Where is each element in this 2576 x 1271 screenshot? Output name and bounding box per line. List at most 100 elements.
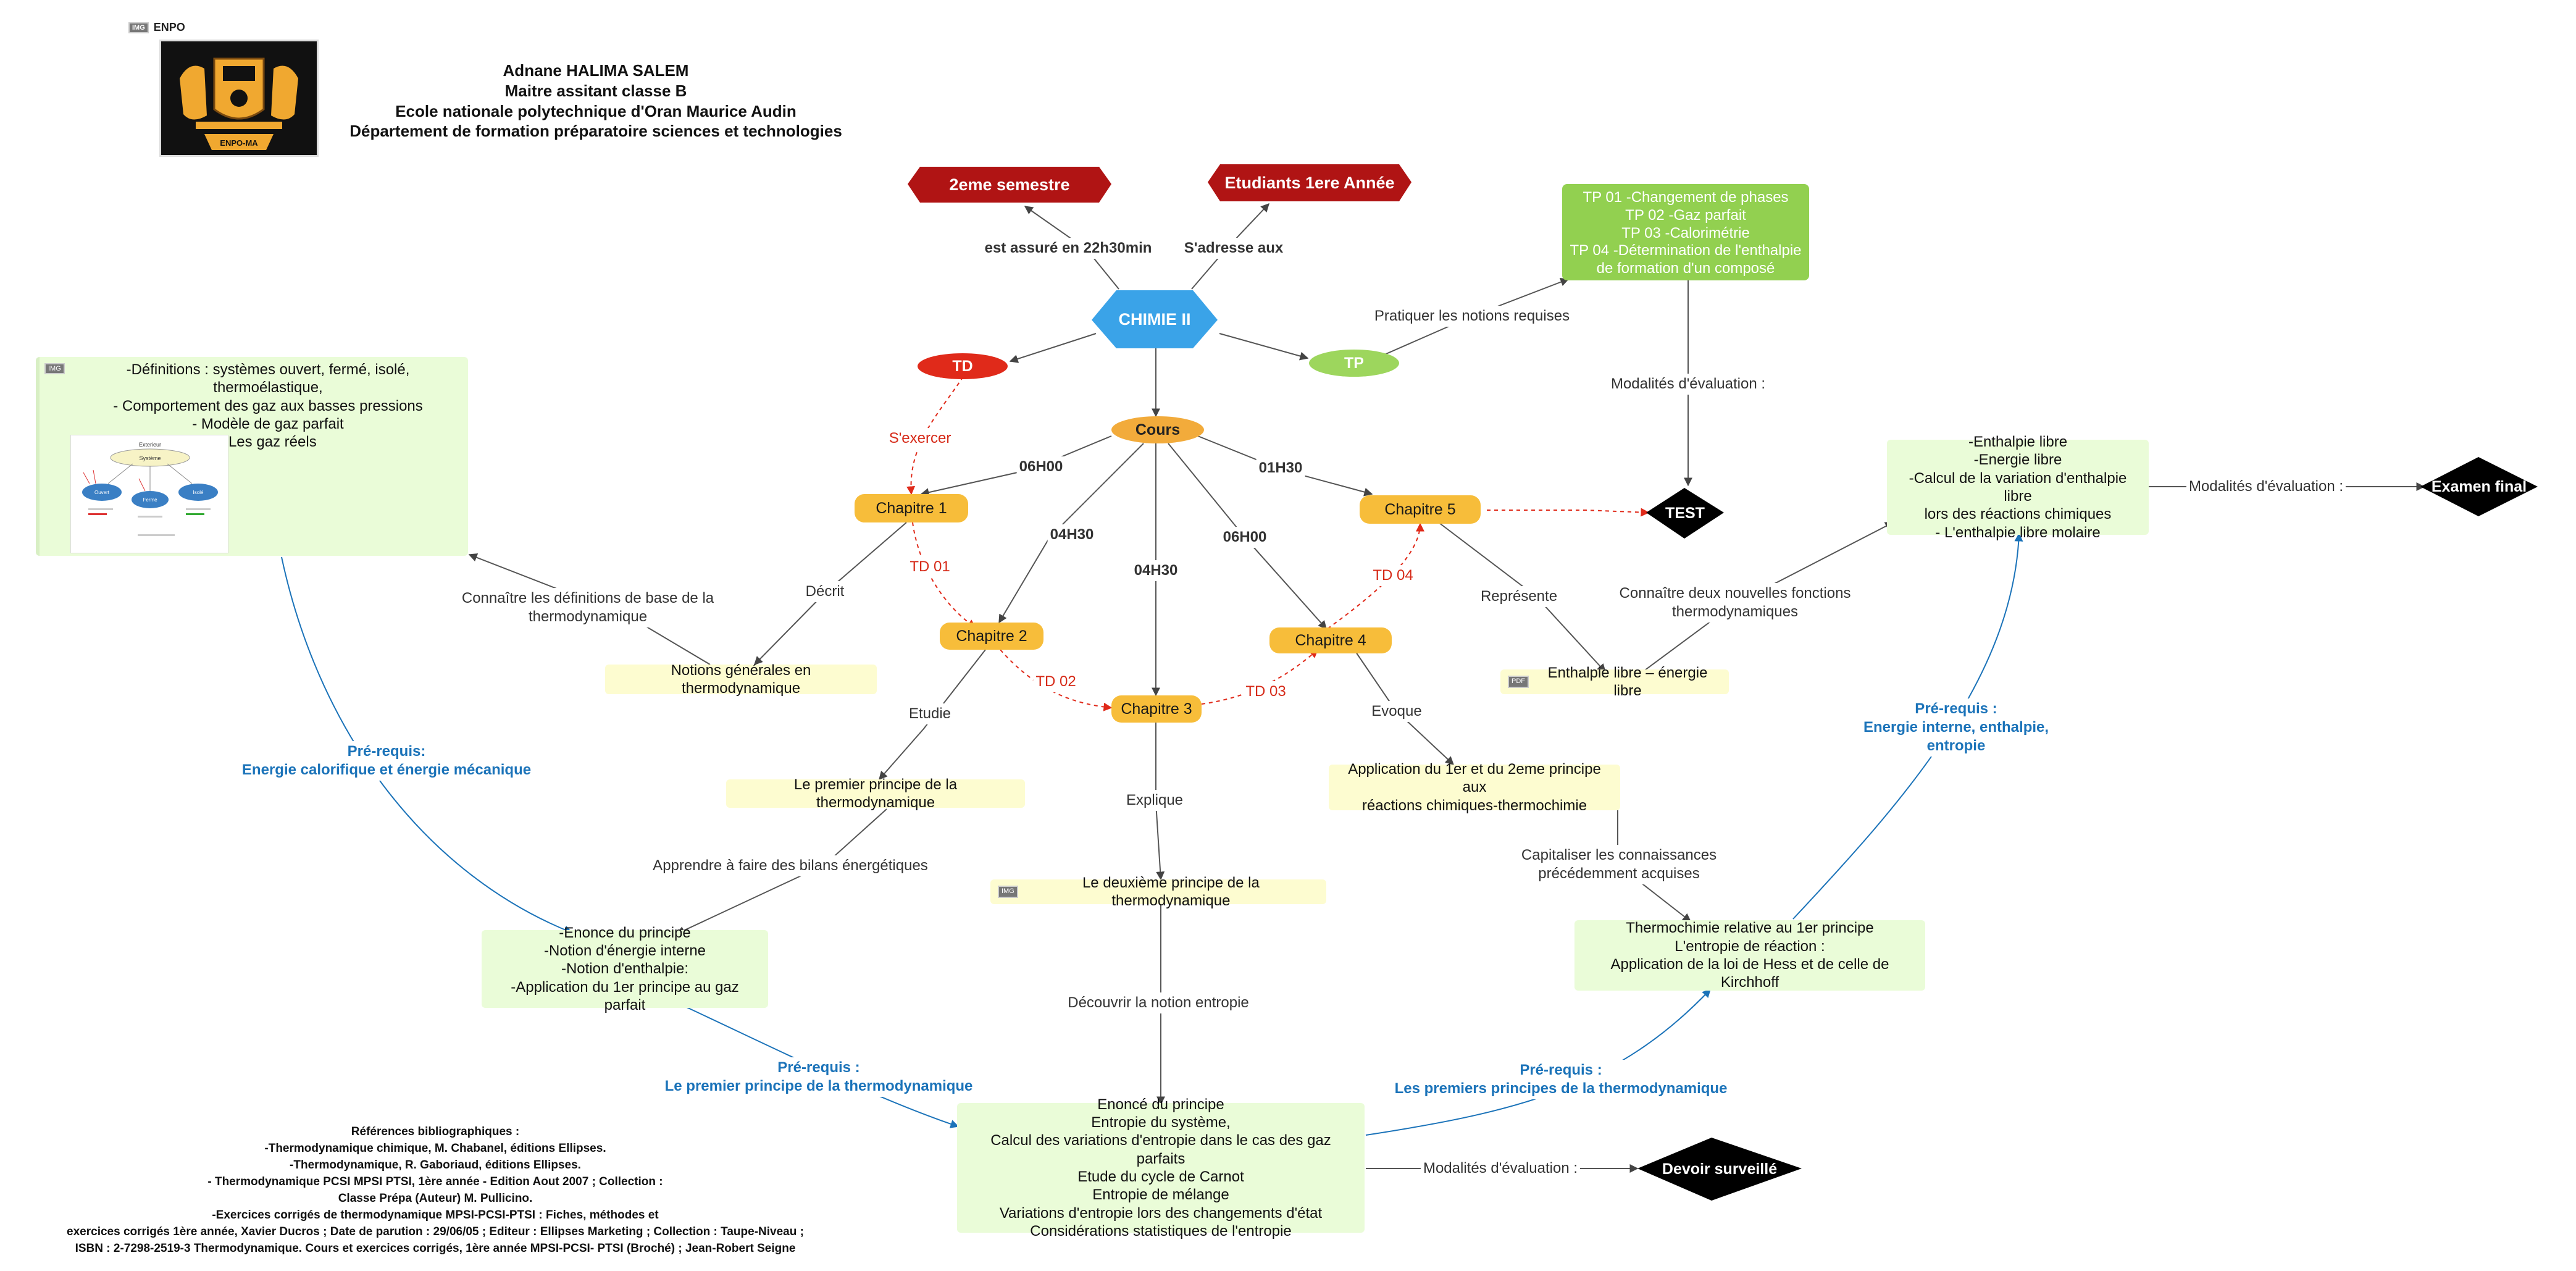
note-icon: IMG	[998, 886, 1018, 898]
logo-tag-label: ENPO	[153, 21, 185, 33]
td-node[interactable]: TD	[918, 353, 1008, 379]
edge-label-prereq-premier: Pré-requis : Le premier principe de la t…	[662, 1057, 976, 1097]
chapitre-3-node[interactable]: Chapitre 3	[1111, 695, 1202, 723]
logo-text: ENPO-MA	[220, 138, 258, 148]
devoir-diamond	[1637, 1138, 1802, 1201]
semestre-node[interactable]: 2eme semestre	[949, 175, 1070, 194]
crest-graphic: ENPO-MA	[161, 41, 317, 155]
edge-label-modalites-tp: Modalités d'évaluation :	[1608, 374, 1768, 395]
edge-label-decouvrir: Découvrir la notion entropie	[1065, 992, 1252, 1013]
note-icon: IMG	[128, 22, 149, 34]
edge-label-h4: 06H00	[1220, 527, 1269, 548]
thumb-title: Exterieur	[139, 442, 161, 448]
edge-label-represente: Représente	[1478, 586, 1560, 607]
edge-label-prereq-interne: Pré-requis : Energie interne, enthalpie,…	[1860, 698, 2052, 757]
edge-label-connaitre-def: Connaître les définitions de base de la …	[459, 588, 717, 627]
author-department: Département de formation préparatoire sc…	[349, 122, 842, 141]
tp-node[interactable]: TP	[1309, 350, 1399, 377]
reference-line-3: - Thermodynamique PCSI MPSI PTSI, 1ère a…	[207, 1175, 663, 1188]
edge-label-connaitre-fonctions: Connaître deux nouvelles fonctions therm…	[1616, 583, 1854, 623]
enthalpie-libre-note-label: Enthalpie libre – énergie libre	[1547, 664, 1708, 699]
notions-node[interactable]: Notions générales en thermodynamique	[605, 662, 877, 697]
enthalpie-box-node[interactable]: -Enthalpie libre -Energie libre -Calcul …	[1887, 434, 2149, 541]
edge-chimie-tp	[1219, 333, 1309, 361]
etudiants-hexagon	[1208, 164, 1411, 201]
cours-node[interactable]: Cours	[1111, 416, 1204, 443]
definitions-note-icon: IMG	[44, 363, 70, 374]
application-node[interactable]: Application du 1er et du 2eme principe a…	[1329, 761, 1620, 814]
edge-label-h3: 04H30	[1131, 560, 1181, 581]
deuxieme-principe-node[interactable]: IMG Le deuxième principe de la thermodyna…	[990, 875, 1326, 909]
thumb-right: Isolé	[193, 490, 204, 495]
author-grade: Maitre assitant classe B	[504, 81, 687, 100]
edge-label-td04: TD 04	[1370, 565, 1416, 586]
deuxieme-principe-label: Le deuxième principe de la thermodynamiq…	[1082, 874, 1260, 909]
thermochimie-node[interactable]: Thermochimie relative au 1er principe L'…	[1574, 920, 1925, 991]
edge-label-td02: TD 02	[1033, 671, 1079, 692]
edge-label-evoque: Evoque	[1369, 701, 1424, 722]
logo-tag: IMG ENPO	[128, 21, 227, 40]
devoir-node[interactable]: Devoir surveillé	[1662, 1160, 1778, 1178]
references-block: Références bibliographiques : -Thermodyn…	[12, 1124, 858, 1257]
reference-line-6: exercices corrigés 1ère année, Xavier Du…	[67, 1225, 804, 1238]
enonce-premier-node[interactable]: -Enonce du principe -Notion d'énergie in…	[482, 925, 768, 1013]
edge-label-h5: 01H30	[1256, 458, 1305, 479]
etudiants-node[interactable]: Etudiants 1ere Année	[1224, 173, 1395, 192]
edge-label-pratiquer: Pratiquer les notions requises	[1371, 306, 1573, 327]
premier-principe-node[interactable]: Le premier principe de la thermodynamiqu…	[726, 776, 1025, 811]
edge-label-td03: TD 03	[1243, 681, 1289, 702]
reference-line-2: -Thermodynamique, R. Gaboriaud, éditions…	[290, 1158, 581, 1172]
edge-label-decrit: Décrit	[803, 581, 847, 602]
chapitre-2-node[interactable]: Chapitre 2	[940, 623, 1043, 650]
enonce-second-node[interactable]: Enoncé du principe Entropie du système, …	[957, 1096, 1365, 1240]
edge-label-capitaliser: Capitaliser les connaissances précédemme…	[1518, 845, 1720, 884]
definitions-text: -Définitions : systèmes ouvert, fermé, i…	[113, 361, 423, 451]
edge-label-modalites-devoir: Modalités d'évaluation :	[1420, 1158, 1581, 1179]
edge-label-h2: 04H30	[1047, 524, 1097, 545]
edge-label-sexercer: S'exercer	[886, 428, 954, 449]
references-title: Références bibliographiques :	[351, 1125, 520, 1138]
examen-node[interactable]: Examen final	[2431, 477, 2527, 495]
reference-line-4: Classe Prépa (Auteur) M. Pullicino.	[338, 1191, 533, 1205]
edge-ch2-premier	[879, 649, 986, 781]
edge-label-prereq-energie: Pré-requis: Energie calorifique et énerg…	[239, 741, 534, 781]
edge-label-apprendre: Apprendre à faire des bilans énergétique…	[650, 855, 930, 876]
edge-label-modalites-examen: Modalités d'évaluation :	[2186, 476, 2346, 497]
chimie-node[interactable]: CHIMIE II	[1118, 309, 1191, 329]
edge-label-explique: Explique	[1123, 790, 1186, 811]
author-school: Ecole nationale polytechnique d'Oran Mau…	[395, 101, 797, 120]
edge-ch3-ch4	[1201, 649, 1319, 705]
pdf-icon: PDF	[1508, 676, 1529, 688]
systems-thumbnail: Exterieur Système Ouvert Fermé Isolé	[70, 435, 228, 553]
test-node[interactable]: TEST	[1665, 504, 1705, 522]
chapitre-5-node[interactable]: Chapitre 5	[1360, 495, 1481, 524]
reference-line-1: -Thermodynamique chimique, M. Chabanel, …	[264, 1141, 606, 1155]
reference-line-7: ISBN : 2-7298-2519-3 Thermodynamique. Co…	[75, 1241, 796, 1255]
semestre-hexagon	[908, 167, 1111, 203]
edge-label-assure: est assuré en 22h30min	[982, 238, 1155, 259]
tp-list-node[interactable]: TP 01 -Changement de phases TP 02 -Gaz p…	[1562, 184, 1809, 280]
edge-ch1-ch2	[912, 522, 977, 628]
enpo-crest-logo: ENPO-MA	[159, 40, 319, 157]
edge-label-h1: 06H00	[1016, 456, 1066, 477]
chapitre-1-node[interactable]: Chapitre 1	[855, 494, 968, 522]
edge-label-prereq-premiers: Pré-requis : Les premiers principes de l…	[1392, 1060, 1730, 1099]
test-diamond	[1646, 488, 1724, 539]
edge-chimie-td	[1009, 333, 1097, 363]
edge-label-etudie: Etudie	[906, 703, 954, 724]
edge-td-ch1	[906, 376, 964, 495]
definitions-node[interactable]: IMG -Définitions : systèmes ouvert, ferm…	[36, 357, 468, 556]
thumb-mid: Fermé	[143, 497, 157, 503]
author-block: Adnane HALIMA SALEM Maitre assitant clas…	[321, 61, 871, 141]
edge-definitions-enonce	[281, 556, 573, 934]
examen-diamond	[2420, 457, 2538, 516]
thumb-left: Ouvert	[94, 490, 110, 495]
thumb-center: Système	[139, 455, 161, 461]
chapitre-4-node[interactable]: Chapitre 4	[1269, 627, 1392, 653]
edge-label-adresse: S'adresse aux	[1181, 238, 1286, 259]
chimie-hexagon	[1092, 290, 1218, 348]
author-name: Adnane HALIMA SALEM	[503, 61, 689, 80]
edge-label-td01: TD 01	[907, 556, 953, 577]
enthalpie-libre-note-node[interactable]: PDF Enthalpie libre – énergie libre	[1500, 665, 1729, 699]
